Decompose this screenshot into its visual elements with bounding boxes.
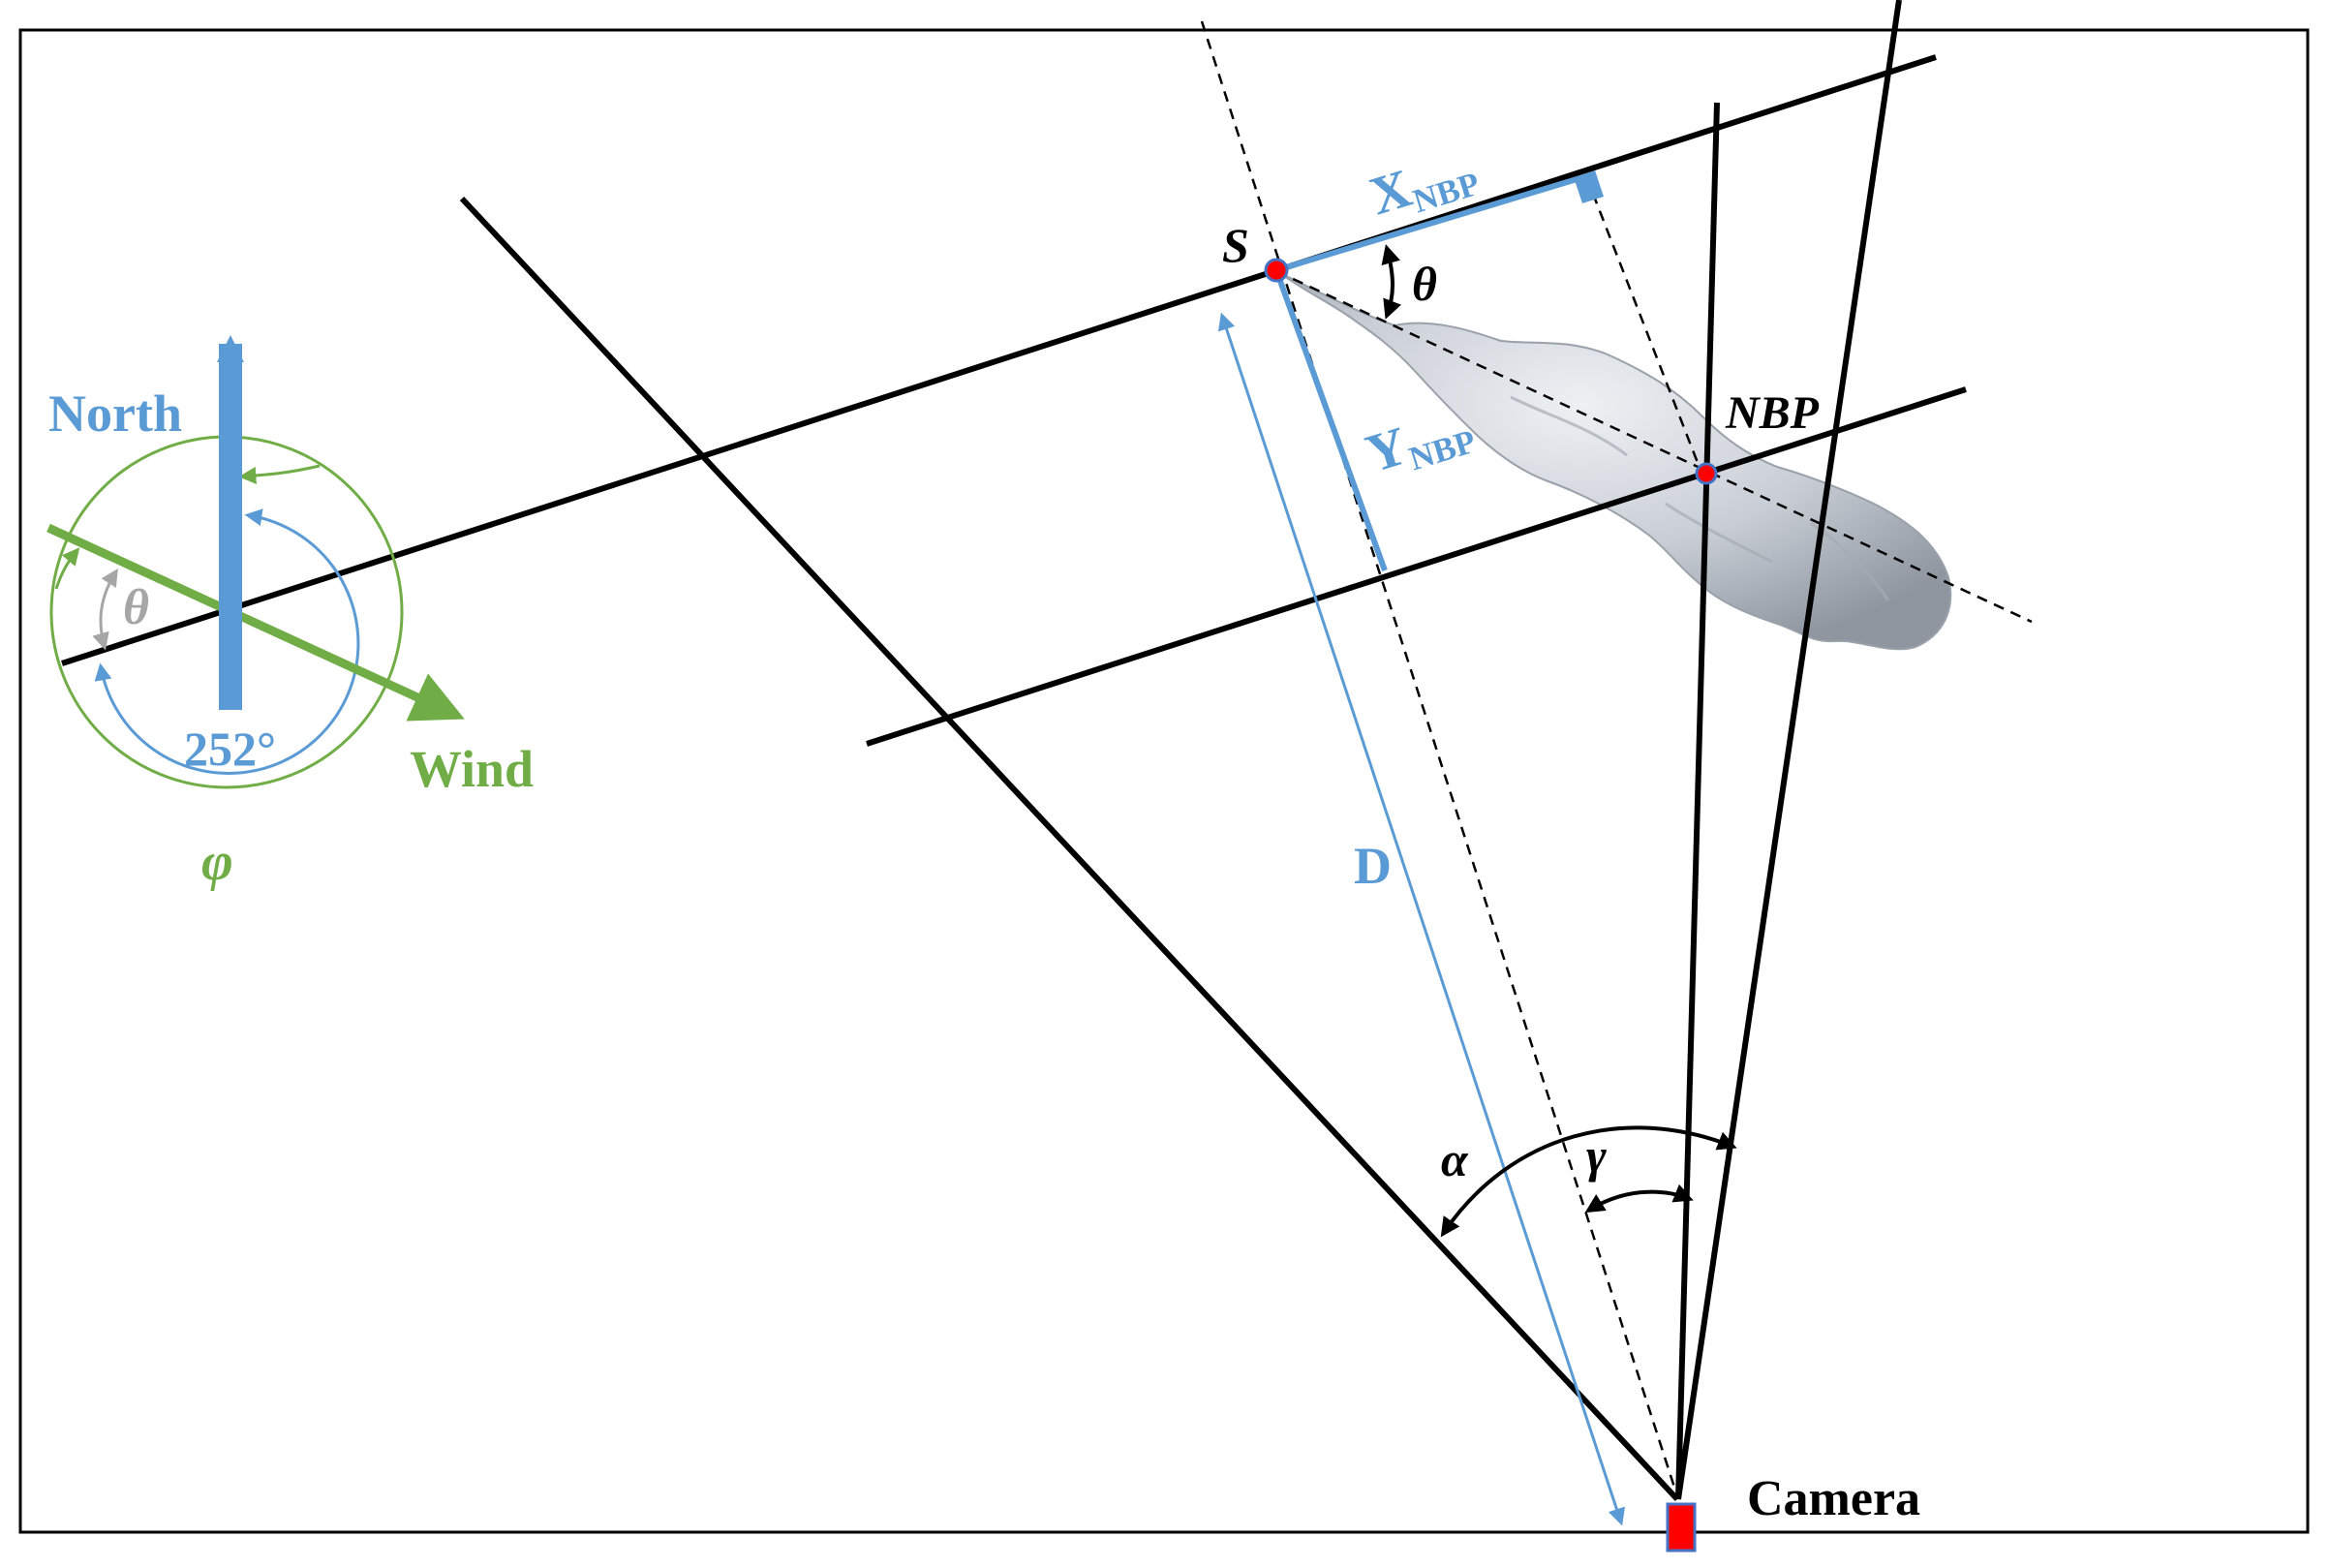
compass-theta-arc xyxy=(92,568,118,651)
camera-icon xyxy=(1666,1502,1697,1553)
x-nbp-line xyxy=(1275,170,1597,273)
right-angle-marker xyxy=(1575,173,1604,203)
north-arrow-head xyxy=(217,335,244,362)
y-nbp-main: Y xyxy=(1360,415,1415,484)
wind-angle-label: 252° xyxy=(184,722,276,776)
y-nbp-sub: NBP xyxy=(1405,422,1481,478)
phi-arrow-start xyxy=(54,547,80,590)
x-nbp-main: X xyxy=(1364,158,1419,227)
north-label: North xyxy=(48,384,182,443)
alpha-arc xyxy=(1440,1125,1737,1238)
plume-theta-arrow xyxy=(1381,244,1402,320)
diagram-frame xyxy=(18,28,2310,1534)
camera-center-line xyxy=(1675,102,1720,1500)
compass-theta-label: θ xyxy=(123,580,149,635)
alpha-label: α xyxy=(1441,1132,1469,1186)
gamma-label: γ xyxy=(1586,1128,1607,1183)
geometry-lines xyxy=(61,0,1967,1502)
blue-measure-lines xyxy=(1217,170,1626,1526)
wind-direction-arrow xyxy=(46,523,465,722)
source-point-s xyxy=(1264,258,1289,283)
wind-label: Wind xyxy=(410,740,534,798)
gamma-arc xyxy=(1584,1184,1694,1214)
nbp-point xyxy=(1695,462,1718,485)
camera-to-source-dashed xyxy=(1200,20,1680,1500)
distance-d-arrow xyxy=(1217,312,1626,1526)
phi-label: φ xyxy=(201,832,233,892)
x-nbp-label: XNBP xyxy=(1364,138,1485,231)
upper-parallel-line xyxy=(61,54,1937,666)
plume-theta-label: θ xyxy=(1412,257,1437,311)
dashed-guides xyxy=(1200,20,2033,1500)
phi-arrow-end xyxy=(238,464,321,485)
distance-label: D xyxy=(1354,837,1392,895)
camera-label: Camera xyxy=(1747,1471,1920,1526)
camera-right-fov-line xyxy=(1675,0,1902,1500)
angle-252-arc xyxy=(94,508,360,775)
nbp-label: NBP xyxy=(1725,387,1820,439)
source-label: S xyxy=(1222,218,1249,272)
x-nbp-projection-dashed xyxy=(1591,193,1703,474)
compass xyxy=(46,335,465,789)
